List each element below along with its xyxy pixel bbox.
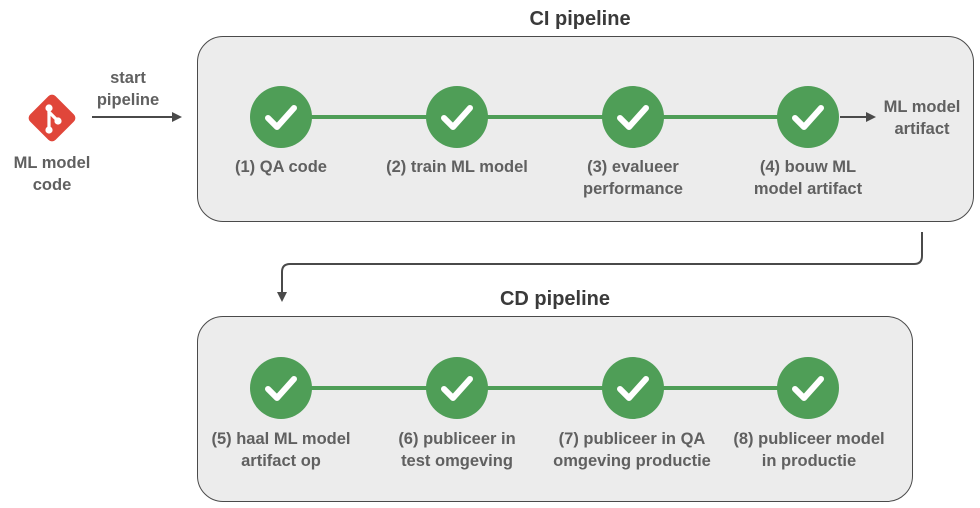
git-icon [22, 88, 82, 148]
cd-step-6-check-icon [426, 357, 488, 419]
ci-step-1-check-icon [250, 86, 312, 148]
ci-pipeline-title: CI pipeline [529, 8, 631, 30]
cd-pipeline-title: CD pipeline [499, 288, 610, 310]
ci-step-1-label: (1) QA code [235, 158, 327, 176]
cd-step-8-label: (8) publiceer model in productie [733, 430, 885, 470]
ci-step-4-check-icon [777, 86, 839, 148]
ci-step-3-label: (3) evalueer performance [583, 158, 683, 198]
cd-step-5-check-icon [250, 357, 312, 419]
ci-step-2-check-icon [426, 86, 488, 148]
cd-step-7-check-icon [602, 357, 664, 419]
cd-step-8-check-icon [777, 357, 839, 419]
ci-step-3-check-icon [602, 86, 664, 148]
ci-to-cd-arrow [277, 232, 923, 302]
artifact-output-label: ML model artifact [883, 98, 961, 138]
ci-pipeline-panel [197, 36, 974, 222]
source-label: ML model code [13, 154, 91, 194]
start-pipeline-label: start pipeline [96, 69, 160, 109]
cd-step-connector [281, 386, 808, 390]
cd-step-5-label: (5) haal ML model artifact op [211, 430, 351, 470]
cd-step-6-label: (6) publiceer in test omgeving [398, 430, 516, 470]
ci-step-connector [281, 115, 808, 119]
ci-step-4-label: (4) bouw ML model artifact [753, 158, 863, 198]
ci-step-2-label: (2) train ML model [386, 158, 528, 176]
cd-step-7-label: (7) publiceer in QA omgeving productie [553, 430, 711, 470]
